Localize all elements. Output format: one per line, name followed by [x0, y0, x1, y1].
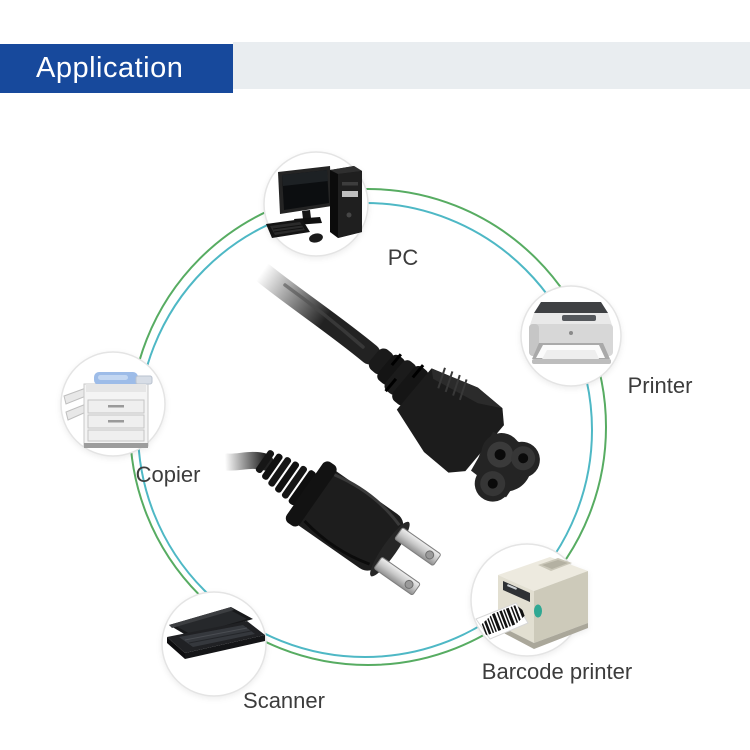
power-cord-us-plug-to-c5-image	[218, 261, 540, 596]
pc-tower	[330, 166, 362, 238]
plug-prongs	[374, 527, 441, 596]
copier-icon	[60, 351, 166, 457]
scanner-body	[167, 607, 265, 659]
barcode-printer-body	[475, 557, 588, 649]
pc-icon	[263, 151, 369, 257]
label-pc: PC	[387, 245, 419, 270]
printer-icon	[520, 285, 622, 387]
label-barcode-printer: Barcode printer	[481, 659, 633, 684]
section-banner: Application	[0, 44, 233, 93]
printer-body	[529, 302, 613, 364]
barcode-printer-icon	[470, 543, 588, 657]
scanner-icon	[161, 591, 267, 697]
cord-to-c5	[251, 261, 381, 365]
label-scanner: Scanner	[243, 688, 325, 713]
cord-to-plug	[218, 451, 274, 471]
section-banner-strip	[233, 42, 750, 89]
us-plug	[255, 450, 441, 596]
copier-body	[63, 372, 153, 448]
cord-highlight	[283, 283, 365, 349]
label-printer: Printer	[627, 373, 693, 398]
section-title: Application	[36, 52, 184, 84]
c5-pin-holes	[480, 441, 536, 497]
label-copier: Copier	[135, 462, 201, 487]
c5-connector	[368, 348, 540, 502]
latch-button	[534, 604, 542, 618]
pc-mouse	[309, 233, 323, 243]
pc-keyboard	[266, 219, 310, 238]
